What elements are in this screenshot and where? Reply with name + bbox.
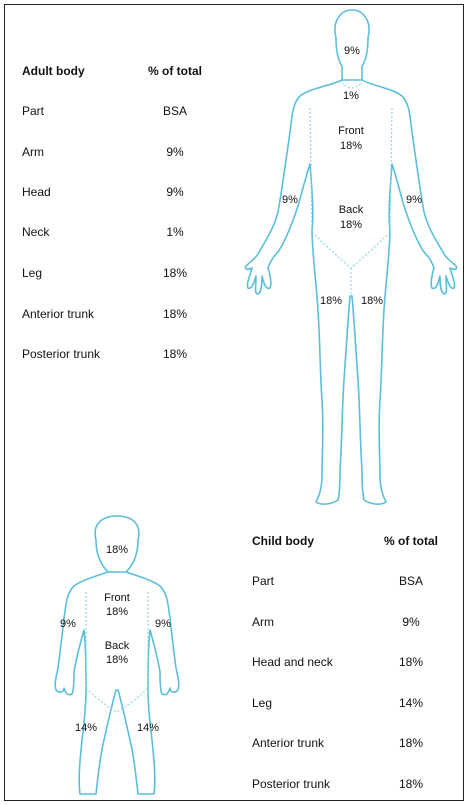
adult-figure: 9% 1% Front 18% Back 18% 9% 9% 18% 18% bbox=[245, 10, 456, 504]
child-groin-line bbox=[86, 688, 148, 712]
adult-back-label: Back bbox=[339, 204, 364, 216]
adult-neck-pct: 1% bbox=[343, 90, 359, 102]
adult-back-pct: 18% bbox=[340, 219, 362, 231]
child-right-leg-pct: 14% bbox=[137, 722, 159, 734]
child-front-pct: 18% bbox=[106, 606, 128, 618]
adult-left-arm-pct: 9% bbox=[282, 194, 298, 206]
child-head-pct: 18% bbox=[106, 544, 128, 556]
adult-groin-line bbox=[312, 232, 390, 268]
child-back-pct: 18% bbox=[106, 654, 128, 666]
adult-left-leg-pct: 18% bbox=[320, 295, 342, 307]
child-left-leg-pct: 14% bbox=[75, 722, 97, 734]
adult-right-leg-pct: 18% bbox=[361, 295, 383, 307]
child-figure: 18% Front 18% Back 18% 9% 9% 14% 14% bbox=[55, 516, 179, 794]
adult-front-label: Front bbox=[338, 125, 364, 137]
child-front-label: Front bbox=[104, 592, 130, 604]
adult-front-pct: 18% bbox=[340, 140, 362, 152]
child-right-arm-pct: 9% bbox=[155, 618, 171, 630]
adult-right-arm-pct: 9% bbox=[406, 194, 422, 206]
adult-neck-line bbox=[342, 82, 362, 88]
adult-head-pct: 9% bbox=[344, 45, 360, 57]
child-left-arm-pct: 9% bbox=[60, 618, 76, 630]
child-back-label: Back bbox=[105, 640, 130, 652]
